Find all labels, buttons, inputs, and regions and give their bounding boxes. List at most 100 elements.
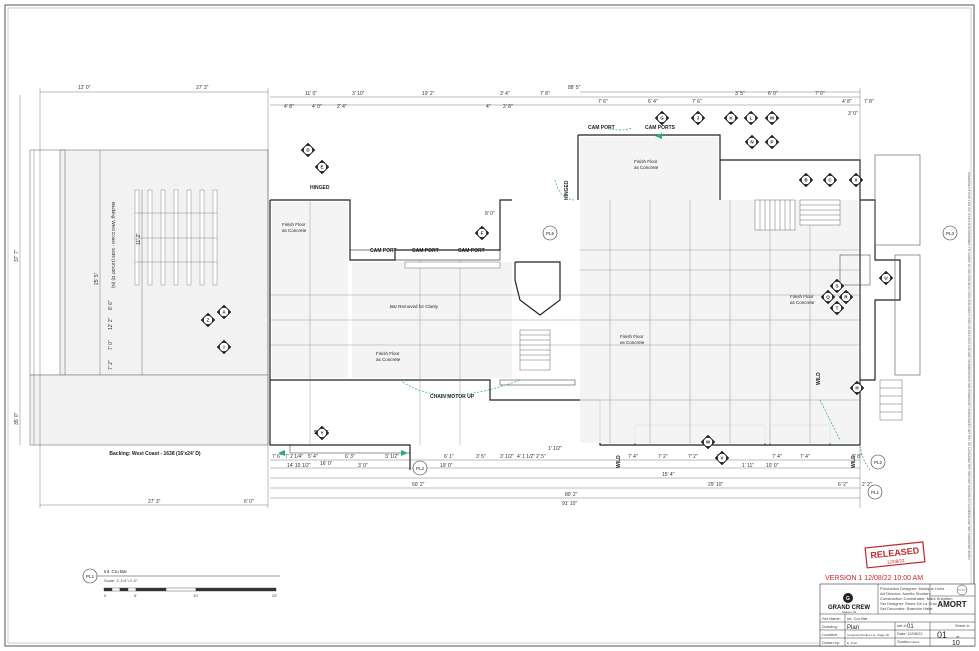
section-marker-j: J (690, 110, 706, 126)
dim-top-22: 3' 0" (848, 111, 858, 117)
dim-left-7: 7' 0" (108, 340, 114, 350)
dim-left-6: 12' 2" (108, 317, 114, 330)
section-marker-u: U (878, 270, 894, 286)
section-marker-label: C (828, 178, 832, 183)
dim-bot-7: 6' 1" (444, 454, 454, 460)
pl-tag-2: PL3 (942, 225, 958, 241)
legend-scale: Scale: 1'-1/4"=1'-0" (104, 578, 138, 583)
legend-tick-1: 5' (134, 593, 137, 598)
svg-text:G: G (846, 596, 850, 602)
hinged-left-label: HINGED (310, 185, 330, 191)
cam-port-label-4: CAM PORT (588, 125, 615, 131)
dim-bot-12: 1' 1/2" (548, 446, 562, 452)
dimension-text: 12' 0" 27' 3" 11' 0" 3' 10" 19' 2" 3' 4"… (14, 85, 874, 507)
set-number-value: 01 (907, 624, 914, 630)
set-number-label: set #: (897, 623, 907, 628)
dim-top-3: 11' 0" (305, 91, 317, 97)
bar-removed-label: Bar Removed for Clarity (390, 304, 439, 309)
legend-tick-0: 0 (104, 593, 107, 598)
finish-floor-4b: as Concrete (620, 340, 645, 345)
right-extension (839, 154, 921, 376)
section-marker-i: I (216, 339, 232, 355)
construction-lines (270, 200, 860, 445)
section-marker-label: R (844, 295, 848, 300)
pl-tag-4-text: PL2 (874, 460, 883, 465)
backing-side-label: Backing: West Coast - 1639 (16'x30' D) (… (111, 202, 116, 288)
dim-bot-29: 6' 0" (244, 499, 254, 505)
date-label: Date: (897, 631, 907, 636)
location-value: Universal Studios Lot, Stage 36 (847, 633, 889, 637)
dim-top-2: 27' 3" (196, 85, 209, 91)
wild-label-3: WILD (816, 372, 822, 385)
section-marker-label: U (884, 276, 887, 281)
cam-port-label-1: CAM PORT (370, 248, 397, 254)
stairs (404, 199, 903, 421)
pl-tag-3: PL2 (412, 460, 428, 476)
dim-top-10: 6' 4" (648, 99, 658, 105)
section-marker-label: P (770, 140, 773, 145)
section-marker-z: Z (200, 312, 216, 328)
dim-left-4: 25' 5" (94, 272, 100, 285)
hinged-right-label: HINGED (564, 180, 570, 200)
finish-floor-5b: as Concrete (790, 300, 815, 305)
logo-icon: G (843, 593, 853, 603)
finish-floor-1b: as Concrete (282, 228, 307, 233)
credit-3: Construction Coordinator: Mark Knighton (880, 596, 952, 601)
dim-top-5: 19' 2" (422, 91, 435, 97)
sheet-of: of (956, 634, 960, 639)
backing-area: Backing: West Coast - 1639 (16'x30' D) (… (29, 149, 269, 457)
section-marker-label: I (223, 345, 224, 350)
dim-left-5: 8' 6" (108, 300, 114, 310)
section-marker-m: M (764, 110, 780, 126)
dim-bot-1: 7' 6" (272, 454, 282, 460)
company-name: AMORT (937, 600, 966, 609)
dim-bot-30: 6' 2" (838, 482, 848, 488)
dim-bot-18: 7' 4" (800, 454, 810, 460)
section-marker-label: E (320, 165, 323, 170)
dim-bot-15: 7' 2" (688, 454, 698, 460)
dim-bot-24: 16' 0" (320, 461, 333, 467)
legend-title: Int. Cru Bar (104, 569, 128, 574)
finish-floor-4a: Finish Floor (620, 334, 644, 339)
section-marker-label: Z (207, 318, 210, 323)
section-marker-g: G (654, 110, 670, 126)
section-marker-h: H (849, 380, 865, 396)
pl-tag-4: PL2 (870, 454, 886, 470)
pl-tag-5-text: PL1 (871, 490, 880, 495)
drawing-value: Plan (847, 625, 859, 631)
section-marker-label: W (706, 440, 711, 445)
pl-tag-1: PL5 (542, 225, 558, 241)
section-marker-label: X (854, 178, 857, 183)
section-marker-label: V (720, 456, 723, 461)
scale-value: As Noted (907, 640, 920, 644)
dimension-lines (19, 88, 861, 508)
dim-bot-5: 6' 3" (345, 454, 355, 460)
dim-bot-14: 7' 2" (658, 454, 668, 460)
pl-tag-5: PL1 (867, 484, 883, 500)
section-marker-label: J (697, 116, 700, 121)
dim-bot-13: 7' 4" (628, 454, 638, 460)
cam-port-label-2: CAM PORT (412, 248, 439, 254)
dim-top-7: 7' 8" (540, 91, 550, 97)
section-marker-c: C (822, 172, 838, 188)
dim-bot-22: 29' 10" (708, 482, 723, 488)
dim-bot-32: 7' 8" (852, 454, 862, 460)
dim-top-6: 3' 4" (500, 91, 510, 97)
dim-top-15: 4' 8" (842, 99, 852, 105)
version-stamp: VERSION 1 12/08/22 10:00 AM (825, 575, 923, 582)
dim-top-12: 3' 5" (735, 91, 745, 97)
dim-bot-27: 91' 10" (562, 501, 577, 507)
section-marker-p: P (764, 134, 780, 150)
logo-text: GRAND CREW (828, 605, 870, 611)
section-marker-q: Q (820, 289, 836, 305)
section-marker-v: V (714, 450, 730, 466)
drawing-label: Drawing: (822, 624, 838, 629)
dim-bot-9: 3' 1/2" (500, 454, 514, 460)
legend-tick-3: 25' (272, 593, 277, 598)
credit-2: Art Director: Amelia Shorten (880, 591, 930, 596)
finish-floor-1a: Finish Floor (282, 222, 306, 227)
section-marker-t: T (829, 300, 845, 316)
section-marker-label: H (855, 386, 858, 391)
dim-bot-25: 50' 2" (412, 482, 425, 488)
set-name-value: Int. Cru Bar (847, 616, 868, 621)
